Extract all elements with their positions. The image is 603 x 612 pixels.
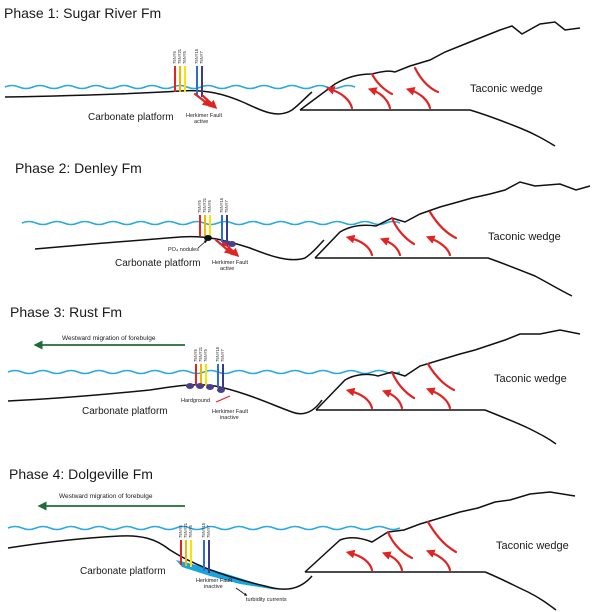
thrust-line (428, 210, 458, 240)
fault-arrow (222, 241, 240, 257)
taconic-wedge-2 (314, 181, 591, 259)
core-label: 75NY21 (177, 48, 182, 64)
thrust-arrow (325, 86, 354, 110)
hardground-bead (186, 383, 194, 389)
migration-label-3: Westward migration of forebulge (62, 335, 156, 342)
core-label: 75NY15 (215, 346, 220, 362)
core-label: 75NY5 (178, 525, 183, 538)
fault-arrow (214, 238, 234, 255)
turbidity-pointer (235, 587, 248, 596)
phase-1-title: Phase 1: Sugar River Fm (4, 5, 161, 21)
wedge-label-4: Taconic wedge (496, 540, 569, 552)
taconic-wedge-1 (299, 21, 581, 111)
thrust-arrow (425, 549, 452, 572)
core-label: 75NY7 (206, 525, 211, 538)
migration-label-4: Westward migration of forebulge (59, 493, 153, 500)
thrust-arrow (379, 237, 402, 257)
turbidity-label: turbidity currents (246, 597, 287, 603)
platform-floor-1 (4, 89, 313, 115)
sea-level-3 (7, 369, 401, 375)
wedge-label-3: Taconic wedge (494, 373, 567, 385)
core-label: 75NY7 (220, 349, 225, 362)
wedge-base-1 (300, 109, 556, 147)
core-label: 76NY5 (188, 525, 193, 538)
phase-2: Phase 2: Denley Fm 75NY5 75NY21 76NY5 75… (15, 160, 591, 297)
phosphate-nodule (228, 241, 236, 247)
hardground-label: Hardground (181, 398, 210, 404)
core-label: 76NY5 (182, 51, 187, 64)
phase-3: Phase 3: Rust Fm Westward migration of f… (7, 304, 581, 445)
fault-arrow (201, 94, 218, 109)
phase-4: Phase 4: Dolgeville Fm Westward migratio… (7, 466, 576, 611)
taconic-wedge-4 (304, 491, 576, 573)
core-label: 76NY5 (203, 349, 208, 362)
thrust-arrow (425, 235, 452, 257)
core-label: 75NY15 (194, 48, 199, 64)
core-label: 75NY5 (193, 349, 198, 362)
platform-label-2: Carbonate platform (115, 258, 201, 269)
core-label: 75NY7 (199, 51, 204, 64)
nodule-pointer (197, 239, 208, 249)
thrust-arrow (345, 234, 374, 257)
nodules-label: PO₄ nodules (168, 247, 199, 253)
platform-floor-4 (7, 535, 313, 590)
wedge-label-2: Taconic wedge (488, 231, 561, 243)
wedge-label-1: Taconic wedge (470, 83, 543, 95)
core-label: 75NY5 (197, 200, 202, 213)
hardground-bead (217, 387, 225, 393)
thrust-line (390, 216, 416, 246)
wedge-base-4 (305, 571, 557, 611)
thrust-line (426, 520, 458, 554)
thrust-line (370, 72, 394, 96)
fault-trace (215, 395, 231, 403)
phase-3-title: Phase 3: Rust Fm (10, 304, 122, 320)
thrust-arrow (425, 387, 452, 410)
thrust-arrow (367, 87, 392, 110)
thrust-arrow (345, 387, 374, 410)
sea-level-4 (7, 525, 401, 531)
phase-2-title: Phase 2: Denley Fm (15, 160, 142, 176)
thrust-line (426, 362, 456, 392)
hardground-bead (206, 384, 214, 390)
wedge-base-3 (316, 409, 557, 445)
wedge-base-2 (315, 257, 573, 297)
thrust-arrow (345, 549, 374, 572)
platform-label-4: Carbonate platform (80, 566, 166, 577)
platform-label-1: Carbonate platform (88, 112, 174, 123)
platform-label-3: Carbonate platform (82, 406, 168, 417)
hardground-bead (196, 383, 204, 389)
core-label: 75NY15 (201, 522, 206, 538)
core-label: 75NY21 (202, 197, 207, 213)
core-label: 75NY5 (172, 51, 177, 64)
taconic-wedge-3 (315, 329, 581, 411)
core-label: 76NY5 (207, 200, 212, 213)
thrust-arrow (381, 389, 404, 410)
thrust-arrow (381, 551, 404, 572)
thrust-line (386, 530, 414, 560)
thrust-line (390, 370, 416, 400)
phosphate-nodule (222, 240, 230, 246)
core-label: 75NY21 (198, 346, 203, 362)
phase-1: Phase 1: Sugar River Fm 75NY5 75NY21 76N… (4, 5, 581, 147)
thrust-arrow (405, 87, 432, 110)
thrust-line (413, 66, 440, 94)
core-label: 75NY21 (183, 522, 188, 538)
phase-4-title: Phase 4: Dolgeville Fm (9, 466, 153, 482)
fault-arrow (193, 92, 212, 107)
phosphate-nodule (204, 235, 212, 241)
core-label: 75NY15 (219, 197, 224, 213)
core-label: 75NY7 (224, 200, 229, 213)
